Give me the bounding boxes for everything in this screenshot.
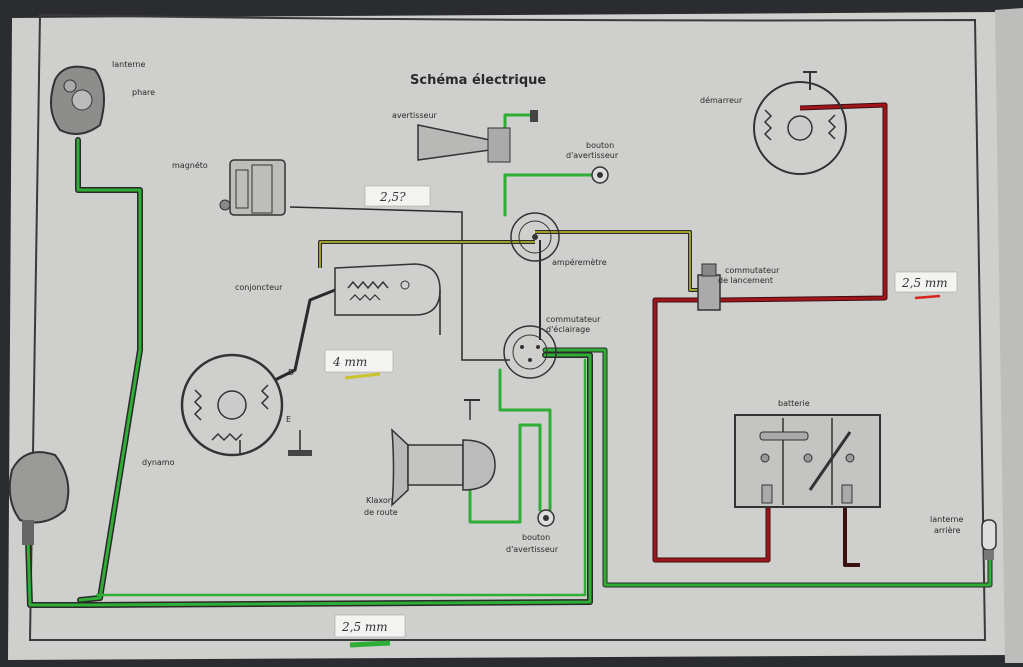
- dynamo-generator: [180, 353, 312, 457]
- label-klaxon-1: Klaxon: [366, 496, 393, 505]
- lanterne-arriere-lamp: [981, 519, 997, 560]
- diagram-title: Schéma électrique: [410, 73, 546, 88]
- magneto-component: [219, 159, 286, 216]
- label-amperemetre: ampéremètre: [552, 257, 607, 267]
- note-right-text: 2,5 mm: [901, 276, 948, 290]
- note-right: 2,5 mm: [894, 271, 958, 300]
- label-avertisseur: avertisseur: [392, 111, 438, 120]
- headlamp-bottom: [8, 451, 70, 545]
- note-bottom: 2,5 mm: [334, 614, 406, 648]
- batterie-unit: [734, 414, 881, 508]
- label-dynamo-e: E: [286, 415, 291, 424]
- avertisseur-horn: [417, 110, 538, 163]
- klaxon-horn: [391, 399, 496, 507]
- label-bouton-bottom-1: bouton: [522, 533, 550, 542]
- amperemetre-gauge: [510, 212, 560, 262]
- label-comm-eclairage-1: commutateur: [546, 315, 601, 324]
- label-lanterne-arriere-2: arrière: [934, 525, 961, 535]
- label-lanterne-arriere-1: lanterne: [930, 515, 963, 524]
- note-bottom-text: 2,5 mm: [341, 620, 388, 634]
- label-bouton-top-1: bouton: [586, 141, 614, 150]
- label-demarreur: démarreur: [700, 95, 743, 105]
- commutateur-lancement: [697, 263, 721, 311]
- label-comm-lancement-2: de lancement: [718, 276, 773, 285]
- note-top-text: 2,5?: [379, 190, 406, 204]
- commutateur-eclairage: [503, 325, 557, 379]
- note-left-text: 4 mm: [332, 355, 367, 369]
- note-top: 2,5?: [364, 185, 431, 207]
- paper-edge: [995, 8, 1023, 663]
- label-dynamo-d: D: [288, 368, 294, 377]
- diagram-frame: [28, 13, 987, 641]
- label-dynamo: dynamo: [142, 458, 175, 467]
- label-klaxon-2: de route: [364, 508, 398, 517]
- label-bouton-top-2: d'avertisseur: [566, 151, 619, 160]
- label-comm-lancement-1: commutateur: [725, 266, 780, 275]
- label-bouton-bottom-2: d'avertisseur: [506, 545, 559, 554]
- label-comm-eclairage-2: d'éclairage: [546, 324, 590, 334]
- phare-lamp: [50, 65, 105, 135]
- red-wires: [652, 102, 888, 567]
- label-lanterne: lanterne: [112, 60, 145, 69]
- label-conjoncteur: conjoncteur: [235, 283, 283, 292]
- demarreur-motor: [753, 71, 847, 175]
- conjoncteur-relay: [334, 263, 441, 316]
- label-batterie: batterie: [778, 399, 810, 408]
- label-magneto: magnéto: [172, 160, 208, 170]
- bouton-avertisseur-bottom: [537, 509, 555, 527]
- note-left: 4 mm: [324, 349, 394, 380]
- label-phare: phare: [132, 88, 155, 97]
- bouton-avertisseur-top: [591, 166, 609, 184]
